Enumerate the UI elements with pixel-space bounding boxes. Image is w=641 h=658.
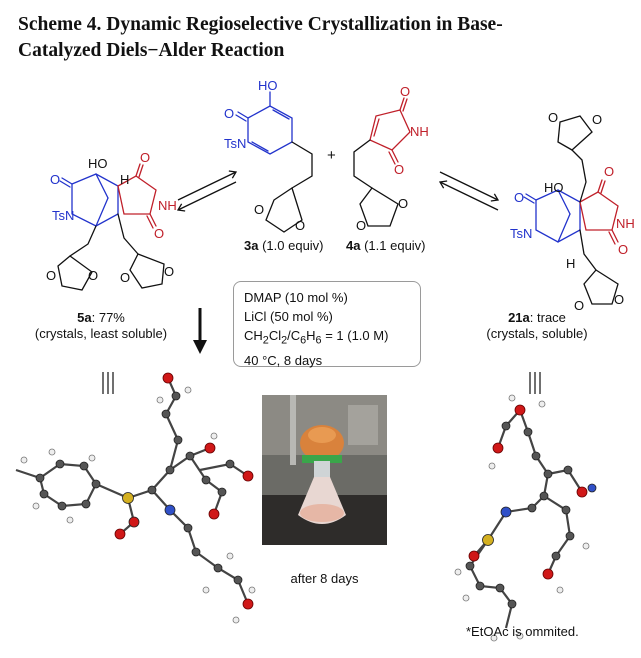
- scheme-title-line2: Catalyzed Diels−Alder Reaction: [18, 40, 285, 61]
- atom-label-o-5a-bottom: O: [154, 226, 165, 241]
- atom-label-o-4a-top: O: [400, 84, 411, 99]
- scheme-title-line1: Scheme 4. Dynamic Regioselective Crystal…: [18, 14, 503, 35]
- caption-5a-id: 5a: [77, 310, 92, 325]
- atom-label-o-5a-acetal2: O: [88, 268, 99, 283]
- reaction-conditions-box: DMAP (10 mol %) LiCl (50 mol %) CH2Cl2/C…: [233, 281, 421, 368]
- atom-label-ho-5a: HO: [88, 156, 108, 171]
- atom-label-o-3a-acetal2: O: [295, 218, 306, 233]
- structure-4a: [369, 97, 411, 165]
- footnote: *EtOAc is ommited.: [466, 624, 579, 639]
- atom-label-o-21a-acetal1: O: [548, 110, 559, 125]
- atom-label-o-5a-acetal3: O: [120, 270, 131, 285]
- atom-label-tsn-21a: TsN: [510, 226, 533, 241]
- caption-3a-id: 3a: [244, 238, 259, 253]
- atom-label-o-21a-acetal4: O: [614, 292, 625, 307]
- atom-label-tsn-5a: TsN: [52, 208, 75, 223]
- flask-photo-image: [262, 395, 387, 545]
- caption-21a-id: 21a: [508, 310, 530, 325]
- crystal-atoms-5a-nitrogen-sulfur: [122, 492, 176, 528]
- caption-4a: 4a (1.1 equiv): [346, 238, 426, 254]
- atom-label-o-4a-acetal2: O: [356, 218, 367, 233]
- structure-21a-red: [579, 179, 619, 245]
- caption-3a: 3a (1.0 equiv): [244, 238, 324, 254]
- atom-label-nh-5a: NH: [158, 198, 177, 213]
- caption-3a-equiv: (1.0 equiv): [262, 238, 324, 253]
- side-chain-3a: [265, 141, 313, 233]
- structure-21a-blue: [523, 189, 581, 243]
- caption-4a-id: 4a: [346, 238, 361, 253]
- atom-label-o-4a-acetal1: O: [398, 196, 409, 211]
- caption-5a-yield: : 77%: [91, 310, 125, 325]
- atom-label-o-3a-acetal1: O: [254, 202, 265, 217]
- side-chains-21a: [557, 115, 619, 305]
- atom-label-h-5a: H: [120, 172, 130, 187]
- atom-label-o-21a-acetal2: O: [592, 112, 603, 127]
- down-arrow-icon: [193, 308, 207, 354]
- condition-additive: LiCl (50 mol %): [244, 309, 333, 324]
- equivalence-bars-left: [102, 372, 114, 394]
- atom-label-o-5a-acetal4: O: [164, 264, 175, 279]
- atom-label-o-21a-bottom: O: [618, 242, 629, 257]
- atom-label-o-21a-amide: O: [514, 190, 525, 205]
- atom-label-ho-21a: HO: [544, 180, 564, 195]
- atom-label-o-5a-top: O: [140, 150, 151, 165]
- crystal-atoms-5a-carbon: [35, 391, 243, 585]
- atom-label-o-3a: O: [224, 106, 235, 121]
- condition-solvent: CH2Cl2/C6H6 = 1 (1.0 M): [244, 328, 389, 347]
- caption-5a-note: (crystals, least soluble): [34, 326, 168, 341]
- crystal-atoms-21a-hydrogen: [454, 394, 590, 642]
- atom-label-nh-21a: NH: [616, 216, 635, 231]
- caption-4a-equiv: (1.1 equiv): [364, 238, 426, 253]
- atom-label-tsn-3a: TsN: [224, 136, 247, 151]
- crystal-atoms-21a-oxygen: [468, 404, 588, 580]
- scheme-title: Scheme 4. Dynamic Regioselective Crystal…: [18, 12, 628, 64]
- atom-label-o-4a-bottom: O: [394, 162, 405, 177]
- crystal-atoms-5a-hydrogen: [20, 386, 256, 624]
- condition-catalyst: DMAP (10 mol %): [244, 290, 348, 305]
- side-chain-4a: [353, 139, 399, 227]
- crystal-atoms-5a-oxygen: [114, 372, 254, 610]
- caption-21a-yield: : trace: [529, 310, 566, 325]
- caption-21a-note: (crystals, soluble): [486, 326, 588, 341]
- atom-label-o-21a-top: O: [604, 164, 615, 179]
- caption-21a: 21a: trace (crystals, soluble): [462, 310, 612, 342]
- plus-sign: +: [327, 147, 336, 164]
- atom-label-o-5a-acetal1: O: [46, 268, 57, 283]
- condition-temperature-time: 40 °C, 8 days: [244, 352, 323, 368]
- flask-photo: [262, 395, 387, 545]
- equilibrium-arrow-left: [176, 170, 238, 212]
- photo-caption: after 8 days: [290, 571, 359, 586]
- equilibrium-arrow-right: [438, 171, 500, 211]
- structure-5a-red: [117, 163, 157, 229]
- atom-label-nh-4a: NH: [410, 124, 429, 139]
- atom-label-h-21a: H: [566, 256, 576, 271]
- atom-label-ho-3a: HO: [258, 78, 278, 93]
- atom-label-o-5a-amide: O: [50, 172, 61, 187]
- crystal-atoms-21a-nitrogen-sulfur: [482, 483, 597, 546]
- atom-label-o-21a-acetal3: O: [574, 298, 585, 313]
- equivalence-bars-right: [529, 372, 541, 394]
- caption-5a: 5a: 77% (crystals, least soluble): [8, 310, 194, 342]
- crystal-structure-21a: [468, 409, 583, 629]
- crystal-atoms-21a-carbon: [465, 421, 575, 609]
- crystal-structure-5a: [15, 377, 250, 605]
- side-chains-5a: [57, 213, 165, 291]
